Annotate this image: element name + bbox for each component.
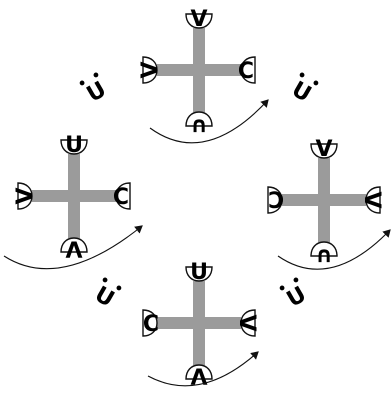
transition-lower-right-glyph: U [283, 282, 311, 313]
cross-left-label-up: U [65, 133, 83, 158]
cross-left-horizontal-arm [32, 190, 116, 202]
cross-right-label-left: C [268, 189, 284, 214]
cross-bottom-label-down: Λ [190, 366, 207, 391]
cross-top-label-right: C [238, 59, 254, 84]
transition-lower-right: U [279, 277, 312, 314]
transition-upper-left-glyph: U [83, 77, 111, 108]
cross-right-label-up: V [315, 137, 332, 162]
transition-upper-right-glyph: U [287, 77, 315, 108]
cross-bottom-horizontal-arm [157, 317, 241, 329]
cross-bottom-label-right: V [234, 314, 259, 331]
transition-lower-left-glyph: U [90, 282, 118, 313]
cross-left-label-down: Λ [65, 239, 82, 264]
transition-upper-right: U [286, 72, 319, 109]
cross-top-label-down: ∩ [190, 113, 208, 138]
cross-top-horizontal-arm [157, 64, 241, 76]
cross-right-horizontal-arm [282, 194, 366, 206]
cross-left-label-right: C [113, 185, 129, 210]
transition-lower-left: U [89, 277, 122, 314]
cross-bottom-label-left: C [143, 312, 159, 337]
cross-bottom: U V Λ C [143, 260, 259, 391]
cross-left-label-left: V [13, 187, 38, 204]
cross-bottom-label-up: U [190, 260, 208, 285]
cross-right-label-down: ∩ [315, 243, 333, 268]
cross-left: U C Λ V [13, 133, 130, 264]
cross-top-label-left: V [138, 61, 163, 78]
cross-right-label-right: V [359, 191, 384, 208]
cross-top-label-up: V [190, 7, 207, 32]
cross-top: V C ∩ V [138, 7, 255, 138]
transition-upper-left: U [79, 72, 112, 109]
cross-right: V V ∩ C [268, 137, 384, 268]
